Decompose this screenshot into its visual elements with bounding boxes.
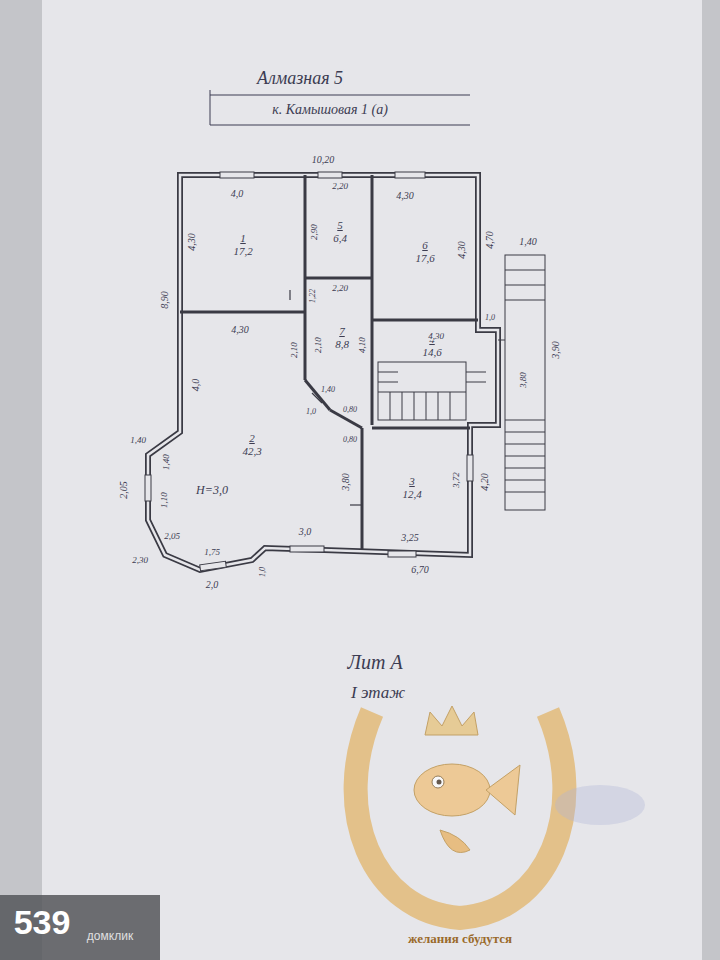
dimension-label: 2,10 (314, 336, 323, 354)
room-number: 2 (249, 432, 255, 445)
room-area: 312,4 (397, 472, 426, 503)
dimension-label: 3,25 (400, 533, 420, 543)
watermark-text: домклик (86, 930, 134, 942)
dimension-label: 4,30 (457, 240, 467, 260)
dimension-label: 4,0 (191, 378, 201, 393)
dimension-label: 1,22 (309, 288, 317, 304)
dimension-label: 4,10 (358, 336, 367, 354)
dimension-label: 6,70 (410, 565, 430, 575)
dimension-label: 0,80 (342, 436, 358, 444)
dark-corner (0, 895, 160, 960)
dimension-label: 2,0 (205, 580, 220, 590)
room-number: 3 (409, 475, 415, 488)
dimension-label: 2,05 (163, 532, 181, 541)
dimension-label: 3,72 (452, 471, 461, 489)
dimension-label: 1,40 (129, 436, 147, 445)
room-area-value: 14,6 (422, 346, 441, 359)
dimension-label: 2,90 (310, 223, 319, 241)
inner-stairs (378, 362, 486, 420)
dimension-label: 4,0 (230, 189, 245, 199)
doors (290, 290, 362, 505)
dimension-label: 1,0 (305, 408, 317, 416)
dimension-label: 4,30 (230, 325, 250, 335)
room-area: 78,8 (330, 322, 354, 353)
dimension-label: 1,0 (259, 566, 267, 578)
dimension-label: 4,20 (480, 472, 490, 492)
floor-note: Лит А (346, 652, 403, 672)
room-number: 6 (422, 239, 428, 252)
dimension-label: 2,05 (119, 480, 129, 500)
room-area-value: 12,4 (402, 488, 421, 501)
dimension-label: 4,30 (427, 332, 445, 341)
room-area-value: 17,6 (415, 252, 434, 265)
watermark-text: 539 (13, 905, 72, 939)
dimension-label: 10,20 (311, 155, 336, 165)
dimension-label: 2,10 (290, 341, 299, 359)
dimension-label: 1,10 (160, 491, 169, 509)
address-title: к. Камышовая 1 (а) (271, 103, 389, 117)
dimension-label: 1,40 (518, 237, 538, 247)
room-area: 617,6 (410, 236, 439, 267)
dimension-label: 8,90 (160, 290, 170, 310)
stamp-smudge (555, 785, 645, 825)
room-area: 242,3 (237, 429, 266, 460)
paper-sheet (42, 0, 702, 960)
outer-stairs (498, 255, 545, 510)
dimension-label: 1,40 (320, 386, 336, 394)
room-number: 1 (240, 232, 246, 245)
room-area-value: 6,4 (333, 232, 347, 245)
walls (148, 175, 498, 570)
dimension-label: 4,70 (485, 230, 495, 250)
address-title: Алмазная 5 (256, 69, 344, 87)
room-area-value: 8,8 (335, 338, 349, 351)
dimension-label: 1,40 (162, 453, 171, 471)
room-area-value: 42,3 (242, 445, 261, 458)
room-area: 56,4 (328, 216, 352, 247)
room-number: 5 (337, 219, 343, 232)
room-area: 117,2 (228, 229, 257, 260)
dimension-label: 4,30 (187, 232, 197, 252)
room-number: 7 (339, 325, 345, 338)
dimension-label: 1,0 (484, 314, 496, 322)
dimension-label: 1,75 (203, 548, 221, 557)
dimension-label: 4,30 (395, 191, 415, 201)
dimension-label: H=3,0 (195, 484, 229, 496)
dimension-label: 2,20 (331, 182, 349, 191)
dimension-label: 2,20 (331, 284, 349, 293)
windows (145, 172, 473, 571)
title-frame (210, 90, 470, 125)
dimension-label: 0,80 (342, 406, 358, 414)
watermark-logo (356, 706, 565, 918)
watermark-text: желания сбудутся (407, 932, 513, 945)
room-area-value: 17,2 (233, 245, 252, 258)
dimension-label: 3,80 (341, 472, 351, 492)
dimension-label: 3,0 (298, 527, 313, 537)
dimension-label: 3,90 (551, 340, 561, 360)
dimension-label: 3,80 (519, 371, 528, 389)
dimension-label: 2,30 (131, 556, 149, 565)
floor-note: I этаж (350, 684, 406, 701)
